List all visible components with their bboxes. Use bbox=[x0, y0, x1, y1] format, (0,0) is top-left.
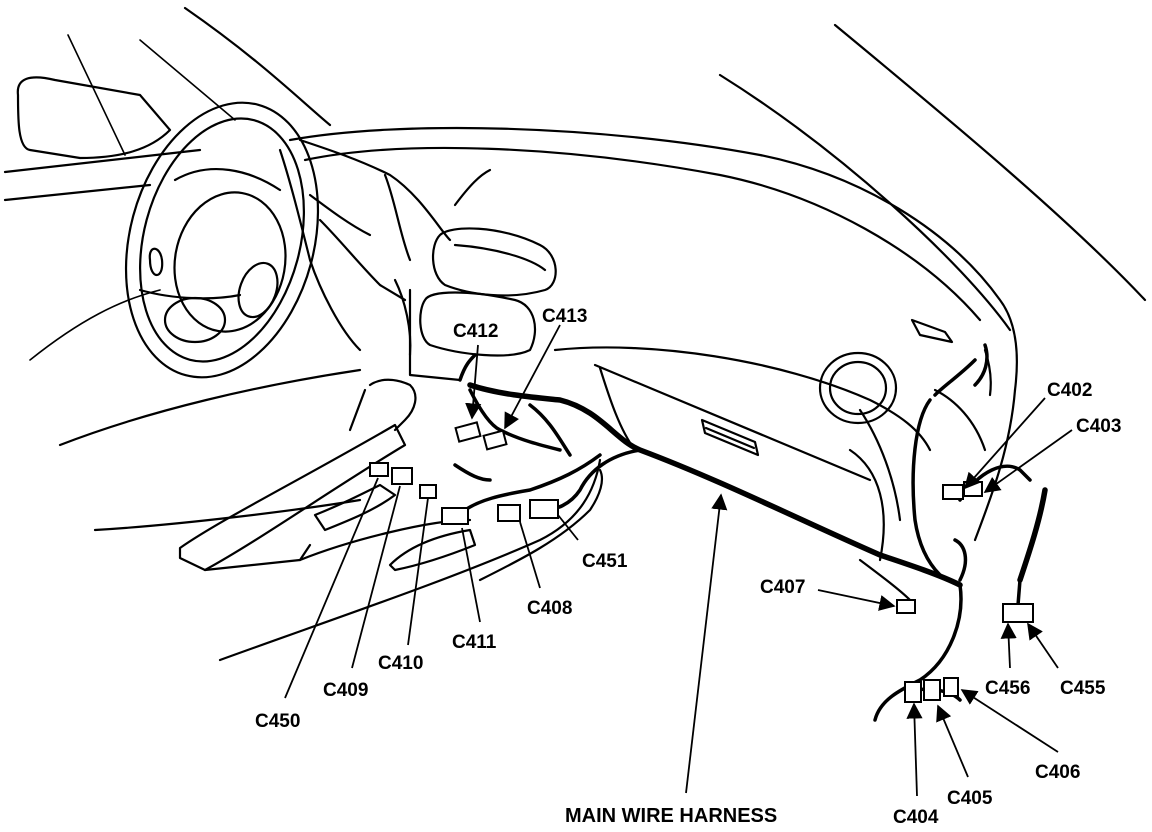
label-c406: C406 bbox=[1035, 762, 1080, 783]
steering-wheel bbox=[124, 101, 320, 379]
windshield-lines bbox=[67, 6, 1147, 332]
label-main-wire-harness: MAIN WIRE HARNESS bbox=[565, 805, 777, 827]
label-c409: C409 bbox=[323, 680, 368, 701]
main-wire-harness bbox=[453, 343, 1048, 722]
label-c455: C455 bbox=[1060, 678, 1106, 699]
label-c456: C456 bbox=[985, 678, 1030, 699]
side-mirror bbox=[3, 76, 362, 447]
label-c408: C408 bbox=[527, 598, 572, 619]
leader-lines bbox=[284, 324, 1073, 797]
label-c411: C411 bbox=[452, 632, 497, 653]
label-c451: C451 bbox=[582, 551, 628, 572]
label-c407: C407 bbox=[760, 577, 805, 598]
label-c413: C413 bbox=[542, 306, 587, 327]
label-c410: C410 bbox=[378, 653, 423, 674]
label-c403: C403 bbox=[1076, 416, 1121, 437]
connector-labels: C412 C413 C402 C403 C451 C407 C408 C411 … bbox=[255, 306, 1121, 828]
label-c404: C404 bbox=[893, 807, 939, 828]
label-c412: C412 bbox=[453, 321, 498, 342]
label-c405: C405 bbox=[947, 788, 993, 809]
label-c450: C450 bbox=[255, 711, 300, 732]
label-c402: C402 bbox=[1047, 380, 1092, 401]
